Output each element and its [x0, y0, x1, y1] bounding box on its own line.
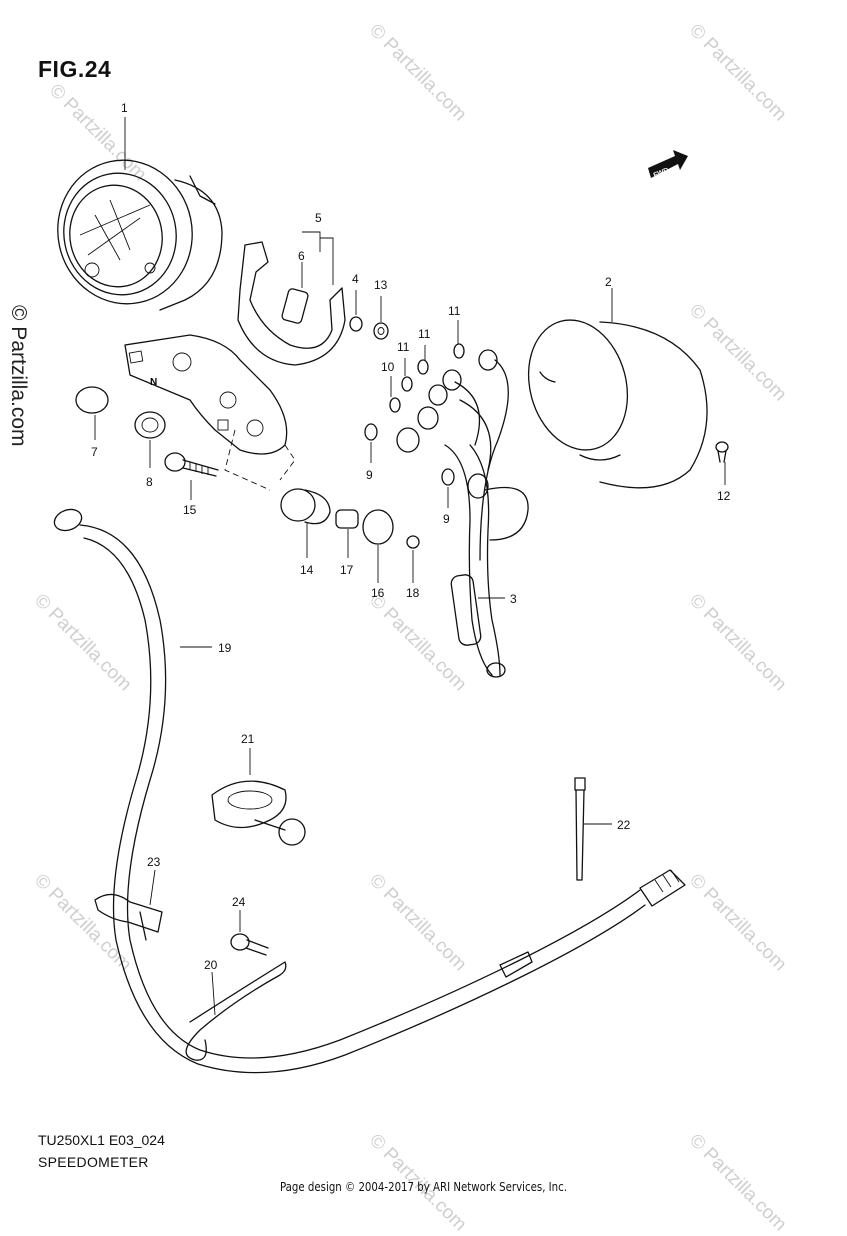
model-code: TU250XL1 E03_024: [38, 1132, 165, 1148]
callout-22: 22: [617, 818, 631, 832]
wiring-harness-part-3: [444, 359, 529, 678]
callout-11b: 11: [418, 327, 431, 341]
nut-part-18: [406, 535, 420, 549]
exploded-view: N: [53, 101, 731, 1074]
forward-direction-arrow: [648, 150, 688, 178]
callout-24: 24: [232, 895, 246, 909]
nut-part-13: [373, 322, 389, 340]
indicator-lamp-part-6: [281, 288, 309, 324]
callout-14: 14: [300, 563, 314, 577]
leader-lines: [94, 117, 726, 1016]
callout-6: 6: [298, 249, 305, 263]
callout-12: 12: [717, 489, 731, 503]
spacer-part-17: [335, 509, 359, 529]
callout-11: 11: [448, 304, 461, 318]
bracket-mark: N: [150, 377, 157, 388]
section-name: SPEEDOMETER: [38, 1154, 149, 1170]
callout-7: 7: [91, 445, 98, 459]
callout-9b: 9: [443, 512, 450, 526]
callout-9: 9: [366, 468, 373, 482]
callout-18: 18: [406, 586, 420, 600]
callout-13: 13: [374, 278, 388, 292]
callout-11c: 11: [397, 340, 410, 354]
callout-3: 3: [510, 592, 517, 606]
callout-2: 2: [605, 275, 612, 289]
callout-20: 20: [204, 958, 218, 972]
meter-case-part-2: [527, 319, 708, 489]
callout-21: 21: [241, 732, 255, 746]
bolt-part-24: [230, 933, 269, 956]
callout-15: 15: [183, 503, 197, 517]
parts-diagram: © Partzilla.com © Partzilla.com © Partzi…: [7, 20, 791, 1235]
figure-title: FIG.24: [38, 56, 112, 82]
cushion-part-14: [280, 488, 331, 525]
clamp-part-23: [94, 893, 163, 941]
callout-17: 17: [340, 563, 354, 577]
guide-part-20: [185, 961, 287, 1061]
callout-23: 23: [147, 855, 161, 869]
grommet-part-8: [134, 411, 166, 439]
callout-5: 5: [315, 211, 322, 225]
callout-labels: 1 2 3 4 5 6 7 8 9 9 10 11 11 11 12 13 14…: [91, 101, 731, 972]
meter-bracket: [124, 241, 346, 455]
callout-8: 8: [146, 475, 153, 489]
screw-part-12: [715, 441, 729, 463]
callout-4: 4: [352, 272, 359, 286]
screw-part-15: [164, 452, 219, 477]
speedometer-meter: [57, 159, 223, 311]
washer-part-16: [362, 509, 394, 545]
cable-tie-part-22: [574, 777, 586, 881]
callout-19: 19: [218, 641, 232, 655]
clamp-part-21: [211, 780, 306, 846]
washer-part-4: [349, 316, 363, 332]
callout-1: 1: [121, 101, 128, 115]
page-credit: Page design © 2004-2017 by ARI Network S…: [279, 1180, 568, 1194]
callout-16: 16: [371, 586, 385, 600]
speedometer-cable-part-19: [53, 508, 686, 1074]
callout-10: 10: [381, 360, 395, 374]
grommet-part-7: [75, 386, 109, 414]
